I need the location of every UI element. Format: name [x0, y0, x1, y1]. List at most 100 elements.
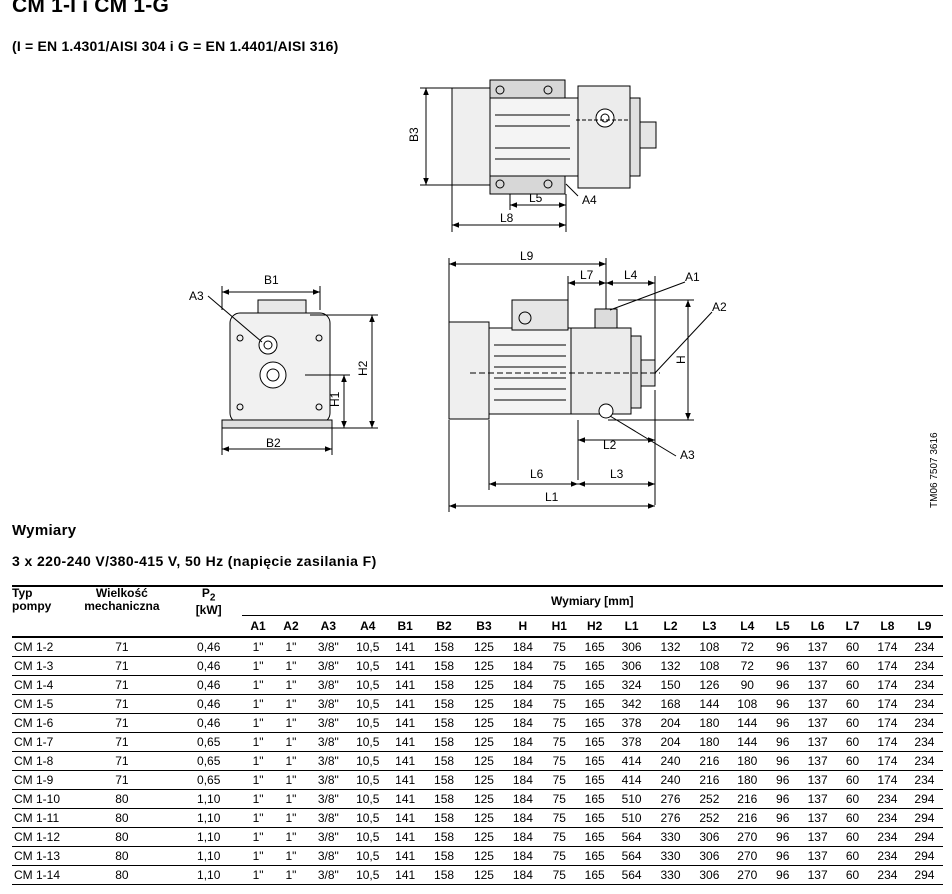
table-cell: 294 — [905, 789, 943, 809]
table-cell: 158 — [424, 732, 465, 752]
section-subtitle: 3 x 220-240 V/380-415 V, 50 Hz (napięcie… — [12, 553, 377, 569]
label-B3: B3 — [407, 127, 421, 142]
table-cell: CM 1-8 — [12, 751, 68, 771]
table-cell: 158 — [424, 808, 465, 828]
table-cell: 141 — [386, 865, 425, 885]
column-header-l8: L8 — [868, 615, 906, 638]
table-cell: 1" — [241, 770, 275, 790]
table-cell: 158 — [424, 865, 465, 885]
table-cell: 71 — [67, 732, 176, 752]
table-cell: 96 — [766, 789, 800, 809]
table-cell: 158 — [424, 751, 465, 771]
table-cell: 1" — [241, 675, 275, 695]
table-cell: 165 — [576, 789, 613, 809]
table-cell: 71 — [67, 656, 176, 676]
table-cell: 165 — [576, 865, 613, 885]
table-cell: 168 — [650, 694, 691, 714]
table-cell: 60 — [836, 808, 869, 828]
table-cell: 141 — [386, 827, 425, 847]
table-cell: 137 — [799, 827, 837, 847]
table-cell: 137 — [799, 713, 837, 733]
table-cell: 141 — [386, 713, 425, 733]
table-cell: 240 — [650, 751, 691, 771]
table-cell: 3/8" — [307, 637, 350, 657]
table-cell: 96 — [766, 827, 800, 847]
table-cell: 174 — [868, 656, 906, 676]
table-cell: 184 — [503, 637, 542, 657]
table-cell: 60 — [836, 865, 869, 885]
label-L5: L5 — [529, 191, 543, 205]
table-cell: 125 — [464, 751, 504, 771]
column-header-b2: B2 — [424, 615, 465, 638]
label-L6: L6 — [530, 467, 544, 481]
table-cell: 174 — [868, 675, 906, 695]
table-cell: 75 — [541, 789, 577, 809]
table-cell: 330 — [650, 865, 691, 885]
table-cell: 158 — [424, 637, 465, 657]
table-cell: 306 — [612, 656, 651, 676]
table-cell: 80 — [67, 865, 176, 885]
table-cell: 80 — [67, 808, 176, 828]
table-cell: 252 — [690, 789, 729, 809]
table-cell: 137 — [799, 751, 837, 771]
table-cell: 1,10 — [175, 846, 242, 866]
header-type: Typ pompy — [12, 585, 68, 638]
table-cell: 75 — [541, 865, 577, 885]
table-cell: 1" — [241, 637, 275, 657]
table-cell: 1,10 — [175, 808, 242, 828]
table-cell: 137 — [799, 770, 837, 790]
table-cell: 1" — [274, 751, 308, 771]
table-cell: 137 — [799, 789, 837, 809]
table-cell: 306 — [690, 846, 729, 866]
column-header-b3: B3 — [464, 615, 504, 638]
header-power: P2 [kW] — [175, 585, 242, 638]
table-cell: 1,10 — [175, 789, 242, 809]
table-cell: 137 — [799, 846, 837, 866]
table-cell: 10,5 — [349, 865, 387, 885]
table-cell: 1" — [274, 808, 308, 828]
table-cell: 216 — [690, 770, 729, 790]
table-cell: 72 — [728, 637, 767, 657]
table-cell: CM 1-14 — [12, 865, 68, 885]
table-cell: 3/8" — [307, 846, 350, 866]
table-cell: 184 — [503, 694, 542, 714]
label-B1: B1 — [264, 273, 279, 287]
table-cell: 234 — [868, 827, 906, 847]
table-cell: 60 — [836, 789, 869, 809]
table-cell: 0,46 — [175, 637, 242, 657]
table-cell: 184 — [503, 713, 542, 733]
label-L4: L4 — [624, 268, 638, 282]
table-cell: 137 — [799, 675, 837, 695]
table-cell: 60 — [836, 770, 869, 790]
table-cell: 125 — [464, 637, 504, 657]
table-cell: 324 — [612, 675, 651, 695]
table-cell: 3/8" — [307, 694, 350, 714]
page-title: CM 1-I i CM 1-G — [12, 0, 170, 17]
label-B2: B2 — [266, 436, 281, 450]
column-header-l7: L7 — [836, 615, 869, 638]
table-cell: 125 — [464, 827, 504, 847]
table-cell: CM 1-7 — [12, 732, 68, 752]
table-cell: 60 — [836, 846, 869, 866]
table-cell: 125 — [464, 846, 504, 866]
table-cell: 137 — [799, 694, 837, 714]
table-cell: 174 — [868, 694, 906, 714]
drawing-reference: TM06 7507 3616 — [929, 432, 940, 508]
table-cell: 108 — [728, 694, 767, 714]
table-cell: 270 — [728, 846, 767, 866]
table-cell: 216 — [728, 808, 767, 828]
table-cell: 60 — [836, 827, 869, 847]
table-cell: 165 — [576, 770, 613, 790]
table-cell: 234 — [905, 770, 943, 790]
table-cell: 3/8" — [307, 656, 350, 676]
table-cell: 165 — [576, 637, 613, 657]
table-cell: 75 — [541, 675, 577, 695]
table-cell: 184 — [503, 865, 542, 885]
column-header-a1: A1 — [241, 615, 275, 638]
table-cell: 158 — [424, 675, 465, 695]
table-cell: 141 — [386, 751, 425, 771]
table-cell: 1" — [274, 637, 308, 657]
